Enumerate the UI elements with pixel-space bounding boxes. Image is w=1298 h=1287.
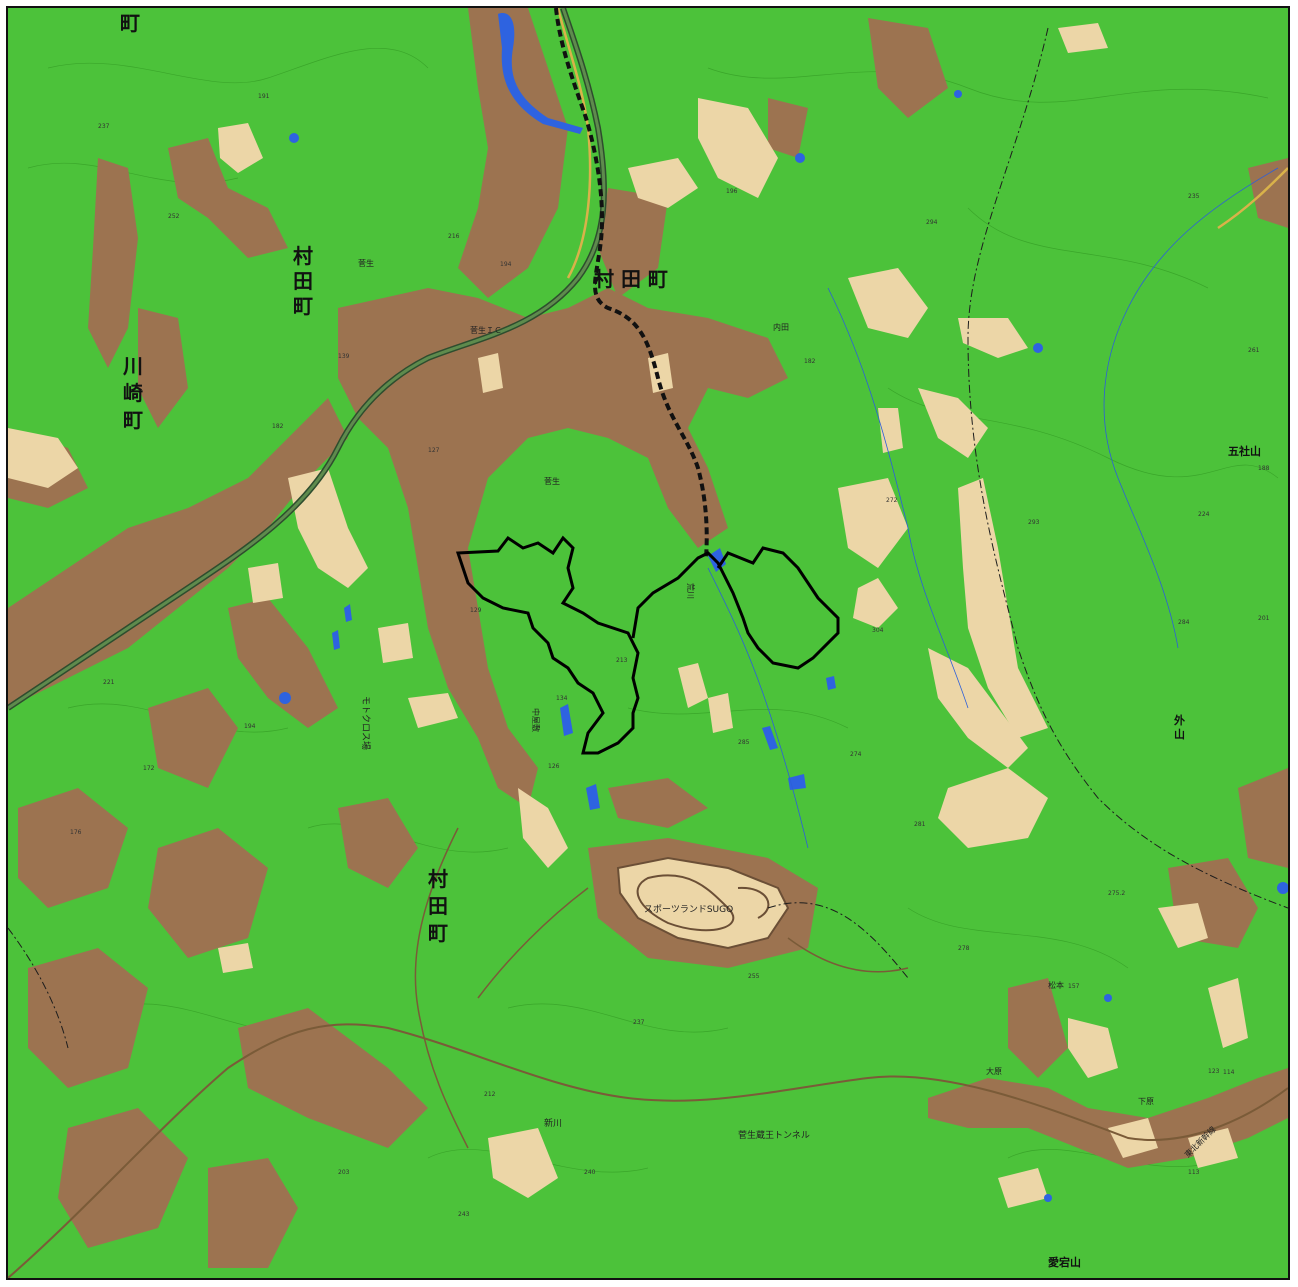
project-area — [455, 535, 840, 755]
elevation-label: 284 — [1178, 619, 1190, 626]
elevation-label: 182 — [272, 423, 284, 430]
elevation-label: 235 — [1188, 193, 1200, 200]
bare-land — [8, 23, 1248, 1208]
elevation-label: 203 — [338, 1169, 350, 1176]
svg-text:村: 村 — [428, 867, 448, 891]
label-river-shin: 新川 — [544, 1117, 562, 1129]
elevation-label: 157 — [1068, 983, 1080, 990]
elevation-label: 224 — [1198, 511, 1210, 518]
elevation-label: 201 — [1258, 615, 1270, 622]
elevation-labels: 191 221 237 252 216 194 139 182 196 294 … — [70, 93, 1270, 1218]
label-murata-west: 村田町 — [293, 244, 313, 318]
elevation-label: 176 — [70, 829, 82, 836]
svg-text:田: 田 — [293, 269, 313, 293]
svg-text:川: 川 — [122, 354, 143, 378]
elevation-label: 261 — [1248, 347, 1260, 354]
elevation-label: 293 — [1028, 519, 1040, 526]
elevation-label: 129 — [470, 607, 482, 614]
label-atago-mountain: 愛宕山 — [1048, 1255, 1081, 1269]
elevation-label: 212 — [484, 1091, 496, 1098]
elevation-label: 123 — [1208, 1068, 1220, 1075]
label-sugyu-south: 菅生 — [544, 476, 560, 486]
streams — [707, 167, 1279, 849]
elevation-label: 188 — [1258, 465, 1270, 472]
elevation-label: 194 — [244, 723, 256, 730]
svg-text:山: 山 — [1174, 727, 1185, 741]
elevation-label: 272 — [886, 497, 898, 504]
svg-text:町: 町 — [293, 294, 313, 318]
label-motocross: モトクロス場 — [360, 696, 372, 750]
label-murata-center: 村 田 町 — [594, 267, 668, 291]
elevation-label: 304 — [872, 627, 884, 634]
map-canvas: 町 村田町 川崎町 村 田 町 村田町 五社山 外山 愛宕山 スポーツランドSU… — [8, 8, 1288, 1278]
expressway — [8, 8, 607, 711]
label-kawasaki: 川崎町 — [122, 354, 143, 432]
label-ohara: 大原 — [986, 1066, 1002, 1076]
label-matsumoto: 松本 — [1048, 980, 1064, 990]
topographic-map: 町 村田町 川崎町 村 田 町 村田町 五社山 外山 愛宕山 スポーツランドSU… — [6, 6, 1290, 1280]
elevation-label: 281 — [914, 821, 926, 828]
label-sportsland: スポーツランドSUGO — [644, 904, 733, 915]
label-town-topleft: 町 — [120, 11, 140, 35]
elevation-label: 182 — [804, 358, 816, 365]
elevation-label: 278 — [958, 945, 970, 952]
label-river-ara: 荒川 — [686, 583, 696, 599]
label-shimohara: 下原 — [1138, 1097, 1154, 1106]
svg-text:町: 町 — [428, 921, 448, 945]
municipal-boundary — [8, 27, 1288, 1049]
svg-text:村: 村 — [293, 244, 313, 268]
svg-text:町: 町 — [123, 408, 143, 432]
route-dashed-line — [554, 8, 709, 559]
elevation-label: 196 — [726, 188, 738, 195]
elevation-label: 126 — [548, 763, 560, 770]
elevation-label: 294 — [926, 219, 938, 226]
elevation-label: 172 — [143, 765, 155, 772]
svg-text:田: 田 — [428, 894, 448, 918]
sportsland-track — [616, 856, 790, 950]
elevation-label: 237 — [98, 123, 110, 130]
label-ic: 菅生ＩＣ — [470, 325, 502, 335]
label-sotoyama: 外山 — [1173, 713, 1185, 741]
elevation-label: 255 — [748, 973, 760, 980]
label-tunnel: 菅生蔵王トンネル — [738, 1129, 810, 1141]
label-murata-south: 村田町 — [428, 867, 448, 945]
elevation-label: 221 — [103, 679, 115, 686]
elevation-label: 127 — [428, 447, 440, 454]
elevation-label: 191 — [258, 93, 270, 100]
elevation-label: 285 — [738, 739, 750, 746]
elevation-label: 114 — [1223, 1069, 1235, 1076]
label-nakaharacho: 中屋敷 — [531, 708, 541, 732]
elevation-label: 275.2 — [1108, 890, 1125, 897]
elevation-label: 213 — [616, 657, 628, 664]
elevation-label: 216 — [448, 233, 460, 240]
elevation-label: 113 — [1188, 1169, 1200, 1176]
water-bodies — [279, 13, 1288, 1202]
elevation-label: 194 — [500, 261, 512, 268]
label-uchida: 内田 — [773, 322, 789, 332]
elevation-label: 240 — [584, 1169, 596, 1176]
elevation-label: 274 — [850, 751, 862, 758]
svg-text:崎: 崎 — [123, 381, 143, 405]
elevation-label: 139 — [338, 353, 350, 360]
label-sugyu-north: 菅生 — [358, 258, 374, 268]
elevation-label: 237 — [633, 1019, 645, 1026]
elevation-label: 252 — [168, 213, 180, 220]
elevation-label: 243 — [458, 1211, 470, 1218]
elevation-label: 134 — [556, 695, 568, 702]
label-gosha-mountain: 五社山 — [1228, 444, 1261, 458]
svg-text:外: 外 — [1173, 713, 1185, 727]
